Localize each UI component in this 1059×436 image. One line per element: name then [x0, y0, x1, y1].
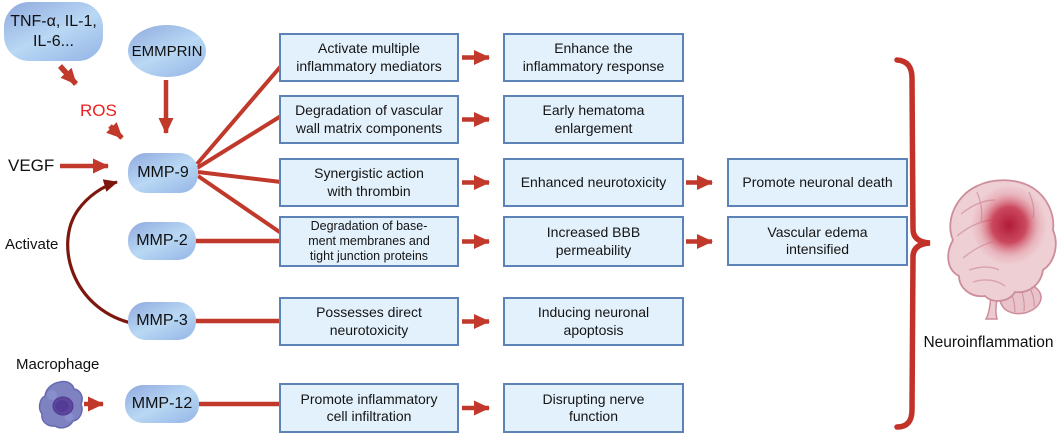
- cytokines-node: TNF-α, IL-1, IL-6...: [4, 2, 103, 61]
- outcome-box-3: Promote neuronal death: [727, 158, 908, 207]
- brain-icon: [947, 179, 1057, 320]
- effect-box-5: Inducing neuronal apoptosis: [503, 297, 684, 346]
- effect-box-3: Enhanced neurotoxicity: [503, 158, 684, 207]
- ros-label: ROS: [80, 101, 117, 120]
- neuroinflammation-label: Neuroinflammation: [923, 334, 1054, 351]
- activate-curve-arrow: [66, 179, 132, 325]
- emmprin-label: EMMPRIN: [131, 42, 203, 60]
- mmp2-node: MMP-2: [128, 222, 196, 260]
- mmp3-node: MMP-3: [128, 302, 196, 340]
- mechanism-box-4: Degradation of base- ment membranes and …: [279, 216, 459, 267]
- outcome-box-4: Vascular edema intensified: [727, 216, 908, 266]
- macrophage-label: Macrophage: [16, 356, 100, 373]
- mechanism-effect-arrows: [462, 50, 490, 416]
- effect-box-6: Disrupting nerve function: [503, 383, 684, 433]
- cytokines-label: TNF-α, IL-1, IL-6...: [10, 12, 97, 50]
- mmp9-node: MMP-9: [128, 153, 198, 193]
- effect-box-4: Increased BBB permeability: [503, 216, 684, 267]
- mmp3-label: MMP-3: [136, 312, 188, 329]
- mechanism-box-1: Activate multiple inflammatory mediators: [279, 33, 459, 82]
- mmp9-fan-lines: [195, 64, 283, 235]
- node-connector-lines: [196, 238, 281, 407]
- mmp12-label: MMP-12: [131, 395, 193, 412]
- effect-outcome-arrows: [686, 175, 713, 249]
- mechanism-box-6: Promote inflammatory cell infiltration: [279, 383, 459, 433]
- mmp9-label: MMP-9: [137, 164, 189, 181]
- mechanism-box-2: Degradation of vascular wall matrix comp…: [279, 95, 459, 144]
- mmp12-node: MMP-12: [125, 385, 199, 423]
- effect-box-2: Early hematoma enlargement: [503, 95, 684, 144]
- mechanism-box-5: Possesses direct neurotoxicity: [279, 297, 459, 346]
- activator-arrows: [57, 64, 174, 412]
- macrophage-icon: [38, 380, 83, 429]
- effect-box-1: Enhance the inflammatory response: [503, 33, 684, 82]
- emmprin-node: EMMPRIN: [128, 25, 206, 77]
- brace: [894, 57, 931, 430]
- activate-label: Activate: [5, 236, 59, 253]
- vegf-label: VEGF: [8, 156, 55, 175]
- mmp2-label: MMP-2: [136, 232, 188, 249]
- mechanism-box-3: Synergistic action with thrombin: [279, 158, 459, 207]
